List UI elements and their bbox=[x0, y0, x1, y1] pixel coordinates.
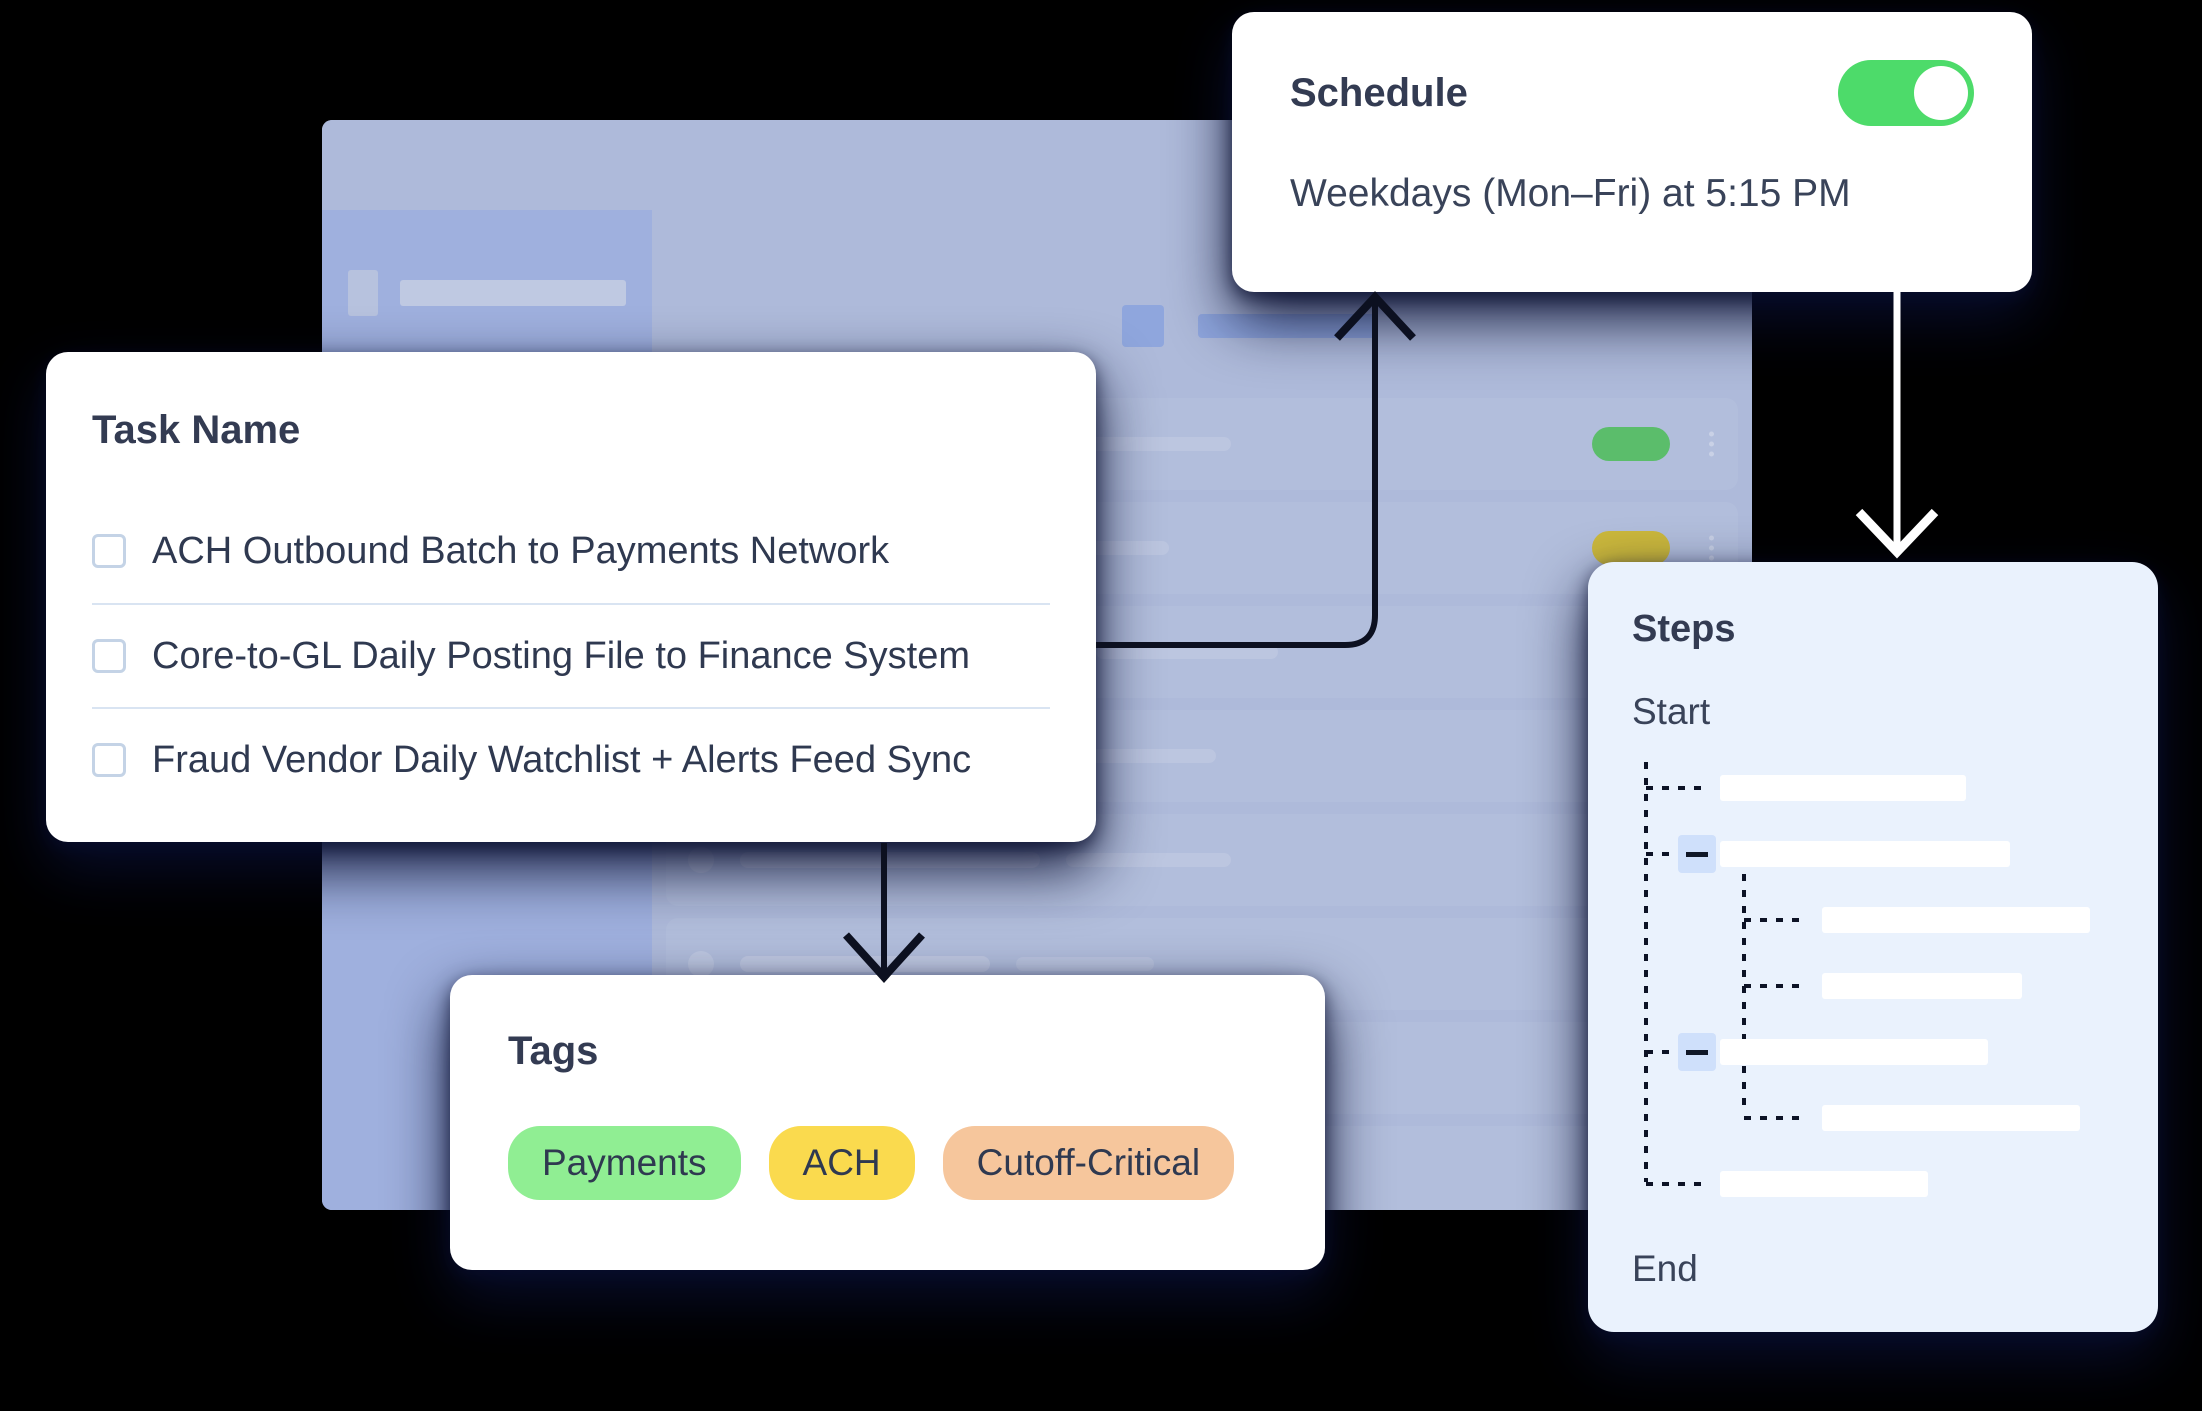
steps-node-bar[interactable] bbox=[1822, 973, 2022, 999]
steps-tree bbox=[1632, 762, 2132, 1232]
bg-row-sub-bar bbox=[1016, 957, 1154, 971]
steps-collapse-toggle[interactable] bbox=[1678, 1033, 1716, 1071]
tag-chip[interactable]: Cutoff-Critical bbox=[942, 1126, 1235, 1200]
steps-start-label: Start bbox=[1632, 691, 1711, 732]
task-row[interactable]: ACH Outbound Batch to Payments Network bbox=[92, 499, 1050, 603]
steps-node-bar[interactable] bbox=[1720, 841, 2010, 867]
arrowhead-down-steps bbox=[1855, 508, 1939, 559]
bg-header-bar bbox=[1198, 314, 1378, 338]
bg-row-sub-bar bbox=[1096, 645, 1278, 659]
steps-node-bar[interactable] bbox=[1822, 1105, 2080, 1131]
schedule-value: Weekdays (Mon–Fri) at 5:15 PM bbox=[1290, 172, 1851, 215]
bg-sidebar-label bbox=[399, 280, 626, 306]
steps-node-bar[interactable] bbox=[1720, 1039, 1988, 1065]
bg-sidebar-icon bbox=[348, 270, 378, 316]
bg-row-avatar bbox=[688, 847, 714, 873]
task-checkbox[interactable] bbox=[92, 743, 126, 777]
tag-list: Payments ACH Cutoff-Critical bbox=[508, 1126, 1267, 1200]
task-row[interactable]: Fraud Vendor Daily Watchlist + Alerts Fe… bbox=[92, 707, 1050, 811]
schedule-title: Schedule bbox=[1290, 70, 1468, 115]
bg-row-kebab-icon bbox=[1709, 535, 1714, 561]
steps-end-label: End bbox=[1632, 1248, 1698, 1289]
schedule-toggle[interactable] bbox=[1838, 60, 1974, 126]
bg-header-icon bbox=[1122, 305, 1164, 347]
steps-node-bar[interactable] bbox=[1720, 1171, 1928, 1197]
tag-chip[interactable]: Payments bbox=[508, 1126, 741, 1200]
steps-title: Steps bbox=[1632, 608, 1736, 650]
bg-row-status-pill bbox=[1592, 531, 1670, 565]
tags-title: Tags bbox=[508, 1029, 599, 1073]
tag-chip[interactable]: ACH bbox=[768, 1126, 915, 1200]
tags-card: Tags Payments ACH Cutoff-Critical bbox=[450, 975, 1325, 1270]
schedule-header: Schedule bbox=[1290, 60, 1974, 126]
task-row-label: ACH Outbound Batch to Payments Network bbox=[152, 529, 890, 572]
task-checkbox[interactable] bbox=[92, 639, 126, 673]
bg-row-title-bar bbox=[740, 956, 990, 972]
minus-icon bbox=[1686, 1049, 1708, 1055]
bg-row-title-bar bbox=[740, 852, 1040, 868]
task-name-card: Task Name ACH Outbound Batch to Payments… bbox=[46, 352, 1096, 842]
minus-icon bbox=[1686, 851, 1708, 857]
bg-row-avatar bbox=[688, 951, 714, 977]
task-checkbox[interactable] bbox=[92, 534, 126, 568]
steps-node-bar[interactable] bbox=[1720, 775, 1966, 801]
toggle-knob bbox=[1914, 66, 1968, 120]
steps-node-bar[interactable] bbox=[1822, 907, 2090, 933]
bg-row-kebab-icon bbox=[1709, 431, 1714, 457]
steps-collapse-toggle[interactable] bbox=[1678, 835, 1716, 873]
bg-row-sub-bar bbox=[1066, 853, 1231, 867]
schedule-card: Schedule Weekdays (Mon–Fri) at 5:15 PM bbox=[1232, 12, 2032, 292]
task-row-label: Core-to-GL Daily Posting File to Finance… bbox=[152, 634, 971, 677]
task-row-label: Fraud Vendor Daily Watchlist + Alerts Fe… bbox=[152, 738, 972, 781]
bg-sidebar-item bbox=[348, 270, 626, 316]
bg-row-status-pill bbox=[1592, 427, 1670, 461]
steps-card: Steps Start End bbox=[1588, 562, 2158, 1332]
task-row[interactable]: Core-to-GL Daily Posting File to Finance… bbox=[92, 603, 1050, 707]
bg-main-header bbox=[1122, 305, 1378, 347]
task-name-title: Task Name bbox=[92, 408, 301, 452]
